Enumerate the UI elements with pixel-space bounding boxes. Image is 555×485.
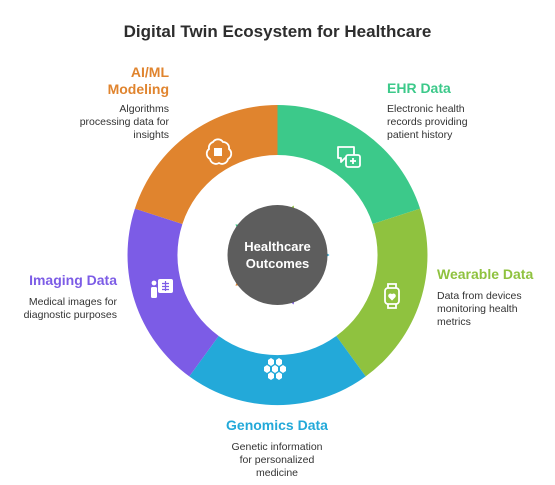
label-ai-title-line: AI/ML [130, 64, 169, 80]
label-genomics-title: Genomics Data [226, 417, 328, 433]
segment-wearable [336, 208, 428, 377]
label-ai-desc-line: Algorithms [119, 103, 169, 115]
segment-ai [134, 105, 278, 224]
label-ai-title-line: Modeling [107, 81, 169, 97]
label-genomics-desc-line: for personalized [239, 454, 315, 466]
label-ai-desc-line: insights [133, 129, 169, 141]
label-ehr-desc: Electronic health records providing pati… [387, 103, 468, 142]
center-circle [227, 205, 328, 305]
center-label-line1: Healthcare [244, 239, 310, 254]
hexagon-cluster-icon [264, 358, 286, 380]
chat-plus-icon [337, 146, 361, 168]
label-genomics-desc-line: medicine [255, 467, 299, 479]
label-ehr-desc-line: patient history [387, 129, 453, 141]
label-ai-desc-line: processing data for [79, 116, 169, 128]
label-imaging-desc-line: Medical images for [28, 296, 117, 308]
label-imaging-desc-line: diagnostic purposes [23, 309, 117, 321]
label-imaging-desc: Medical images for diagnostic purposes [10, 296, 117, 322]
label-ehr-desc-line: records providing [387, 116, 468, 128]
label-genomics-desc-line: Genetic information [231, 441, 323, 453]
brain-chip-icon [205, 138, 233, 165]
segment-imaging [127, 208, 219, 377]
label-wearable-desc-line: Data from devices [437, 290, 522, 302]
label-ai-title: AI/ML Modeling [60, 64, 169, 98]
label-wearable-desc-line: metrics [437, 316, 471, 328]
center-label-line2: Outcomes [246, 256, 310, 271]
label-wearable-title: Wearable Data [437, 266, 534, 282]
smartwatch-heart-icon [384, 283, 400, 309]
label-genomics-desc: Genetic information for personalized med… [207, 441, 347, 480]
label-ehr-title: EHR Data [387, 80, 451, 96]
label-imaging-title: Imaging Data [29, 272, 117, 288]
label-wearable-desc-line: monitoring health [437, 303, 518, 315]
diagram-title: Digital Twin Ecosystem for Healthcare [123, 22, 432, 41]
label-ehr-desc-line: Electronic health [387, 103, 465, 115]
label-ai-desc: Algorithms processing data for insights [60, 103, 169, 142]
xray-person-icon [151, 279, 173, 298]
label-wearable-desc: Data from devices monitoring health metr… [437, 290, 522, 329]
